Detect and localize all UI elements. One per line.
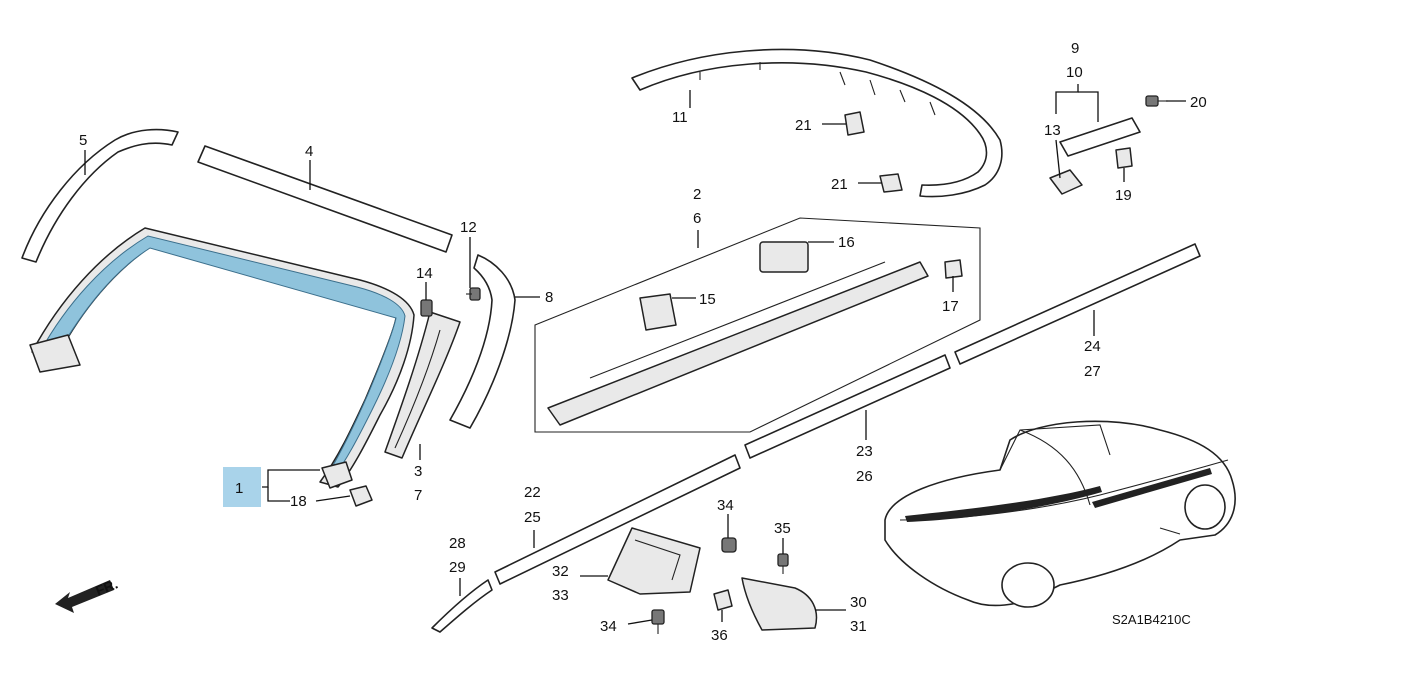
callout-17[interactable]: 17 (942, 298, 959, 315)
part-19-clip[interactable] (1115, 147, 1133, 169)
callout-23[interactable]: 23 (856, 443, 873, 460)
callout-21a[interactable]: 21 (795, 117, 812, 134)
part-30-31-mud-guard[interactable] (741, 577, 818, 631)
part-2-6-sill-molding[interactable] (547, 261, 929, 426)
callout-34a[interactable]: 34 (717, 497, 734, 514)
callout-labels: 1 18 5 4 14 12 8 3 7 2 6 16 15 17 11 21 … (79, 40, 1207, 644)
callout-19[interactable]: 19 (1115, 187, 1132, 204)
callout-13[interactable]: 13 (1044, 122, 1061, 139)
part-9-10-garnish[interactable] (1059, 117, 1141, 157)
callout-16[interactable]: 16 (838, 234, 855, 251)
part-12-screw[interactable] (466, 287, 481, 301)
part-8-side-trim[interactable] (449, 254, 516, 429)
diagram-code: S2A1B4210C (1112, 612, 1191, 627)
part-24-27-stripe[interactable] (954, 243, 1201, 365)
callout-18[interactable]: 18 (290, 493, 307, 510)
callout-35[interactable]: 35 (774, 520, 791, 537)
callout-32[interactable]: 32 (552, 563, 569, 580)
part-11-roof-molding[interactable] (631, 48, 1003, 198)
callout-20[interactable]: 20 (1190, 94, 1207, 111)
part-34a-clip[interactable] (721, 537, 737, 553)
callout-2[interactable]: 2 (693, 186, 701, 203)
callout-27[interactable]: 27 (1084, 363, 1101, 380)
callout-4[interactable]: 4 (305, 143, 313, 160)
callout-7[interactable]: 7 (414, 487, 422, 504)
part-4-molding[interactable] (197, 145, 453, 253)
callout-34b[interactable]: 34 (600, 618, 617, 635)
callout-22[interactable]: 22 (524, 484, 541, 501)
part-15-clip[interactable] (639, 293, 677, 331)
part-18-clip[interactable] (349, 485, 373, 507)
callout-14[interactable]: 14 (416, 265, 433, 282)
part-1-windshield-seal[interactable] (29, 227, 415, 489)
leader-lines (84, 84, 1186, 625)
car-illustration (884, 420, 1236, 608)
callout-9[interactable]: 9 (1071, 40, 1079, 57)
part-13-bracket[interactable] (1049, 169, 1083, 195)
callout-6[interactable]: 6 (693, 210, 701, 227)
part-21b-clip[interactable] (879, 173, 903, 193)
part-28-29-stripe[interactable] (431, 579, 493, 633)
callout-26[interactable]: 26 (856, 468, 873, 485)
parts-2-6-group-box (534, 217, 981, 433)
callout-31[interactable]: 31 (850, 618, 867, 635)
part-14-clip[interactable] (420, 299, 433, 317)
front-arrow-text: FR. (93, 575, 120, 598)
part-34b-screw[interactable] (651, 609, 665, 634)
part-20-screw[interactable] (1145, 95, 1168, 107)
callout-3[interactable]: 3 (414, 463, 422, 480)
callout-1-highlight (223, 467, 261, 507)
part-21a-clip[interactable] (844, 111, 865, 136)
callout-8[interactable]: 8 (545, 289, 553, 306)
callout-10[interactable]: 10 (1066, 64, 1083, 81)
part-35-screw[interactable] (777, 553, 789, 574)
part-5-garnish[interactable] (21, 128, 179, 263)
part-3-pillar-trim[interactable] (384, 311, 461, 459)
callout-15[interactable]: 15 (699, 291, 716, 308)
callout-33[interactable]: 33 (552, 587, 569, 604)
part-23-26-stripe[interactable] (744, 354, 951, 459)
callout-1[interactable]: 1 (235, 480, 243, 497)
callout-24[interactable]: 24 (1084, 338, 1101, 355)
callout-12[interactable]: 12 (460, 219, 477, 236)
callout-5[interactable]: 5 (79, 132, 87, 149)
callout-30[interactable]: 30 (850, 594, 867, 611)
part-22-25-stripe[interactable] (494, 454, 741, 585)
part-1-highlight-fill (39, 235, 406, 479)
callout-21b[interactable]: 21 (831, 176, 848, 193)
callout-25[interactable]: 25 (524, 509, 541, 526)
part-36-clip[interactable] (713, 589, 733, 611)
callout-28[interactable]: 28 (449, 535, 466, 552)
front-direction-arrow-icon: FR. (55, 575, 120, 613)
part-32-33-bracket[interactable] (607, 527, 701, 595)
callout-29[interactable]: 29 (449, 559, 466, 576)
callout-11[interactable]: 11 (672, 109, 688, 126)
part-17-clip[interactable] (944, 259, 963, 279)
part-16-clip[interactable] (759, 241, 809, 273)
callout-36[interactable]: 36 (711, 627, 728, 644)
